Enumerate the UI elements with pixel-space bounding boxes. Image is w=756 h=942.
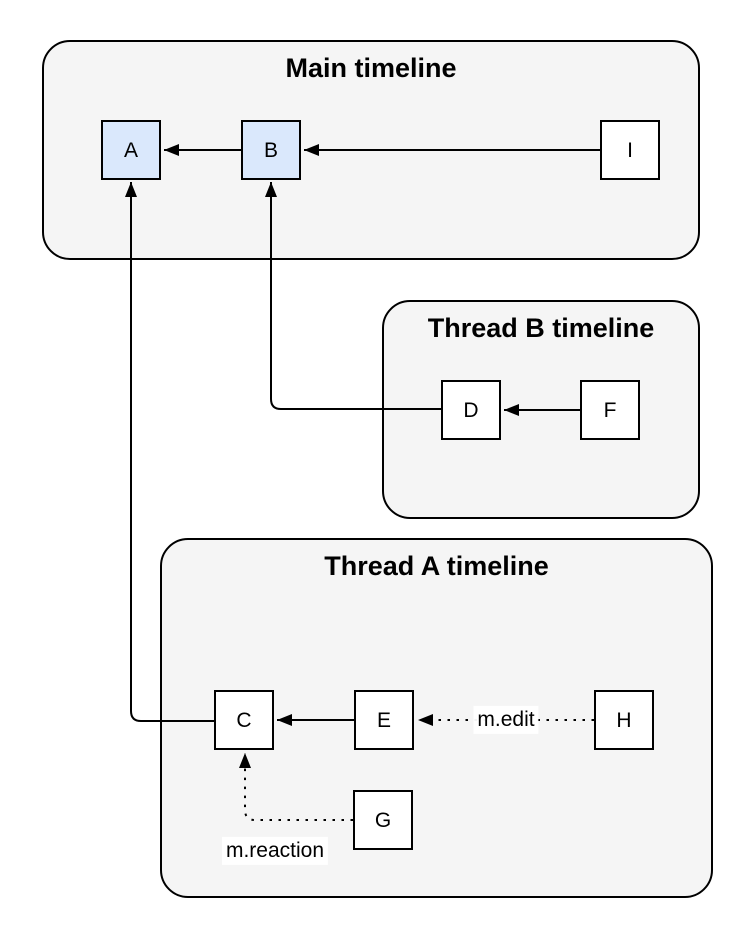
node-a: A bbox=[101, 120, 161, 180]
container-thread-b-timeline-title: Thread B timeline bbox=[427, 313, 655, 343]
node-g: G bbox=[353, 790, 413, 850]
edge-label-m-edit: m.edit bbox=[473, 705, 539, 735]
node-f: F bbox=[580, 380, 640, 440]
edge-label-m-reaction: m.reaction bbox=[221, 836, 329, 866]
node-e: E bbox=[354, 690, 414, 750]
node-h: H bbox=[594, 690, 654, 750]
container-thread-a-timeline-title: Thread A timeline bbox=[324, 551, 549, 581]
container-main-timeline-title: Main timeline bbox=[285, 53, 457, 83]
node-b: B bbox=[241, 120, 301, 180]
node-d: D bbox=[441, 380, 501, 440]
node-i: I bbox=[600, 120, 660, 180]
container-thread-b-timeline: Thread B timeline bbox=[382, 300, 700, 519]
node-c: C bbox=[214, 690, 274, 750]
